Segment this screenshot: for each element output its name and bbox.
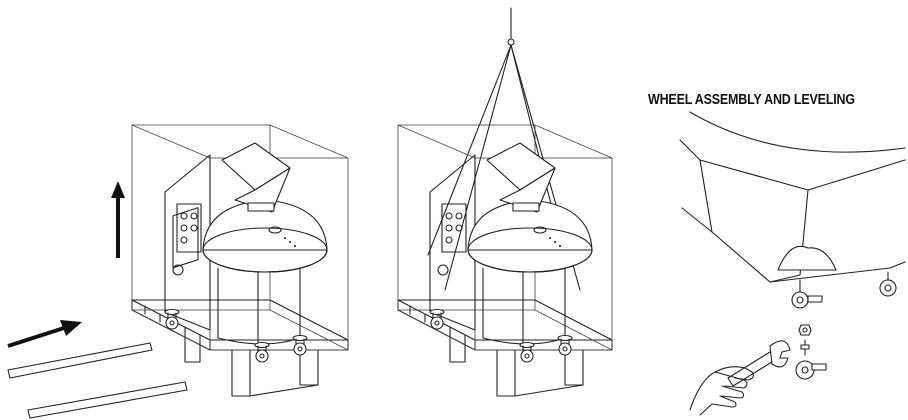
leveling-nut [798,324,812,336]
pallet [131,299,349,397]
caster-loose [795,339,827,380]
caster-mounted-front [791,279,823,309]
crate-forklift-group [7,124,349,419]
forklift-tines [7,342,188,419]
mixer-machine [164,142,328,363]
mixer-machine-2 [429,142,593,363]
hand-icon [689,366,754,416]
bowl-edge [689,111,906,153]
crate-crane-group [397,7,613,397]
caster-mounted-right [879,271,897,297]
lift-up-arrow [111,181,125,258]
forklift-direction-arrow [7,320,82,348]
wheel-assembly-detail [679,111,906,416]
wrench-icon [727,340,791,387]
wheel-assembly-heading: WHEEL ASSEMBLY AND LEVELING [648,92,855,108]
pallet-2 [397,299,613,397]
